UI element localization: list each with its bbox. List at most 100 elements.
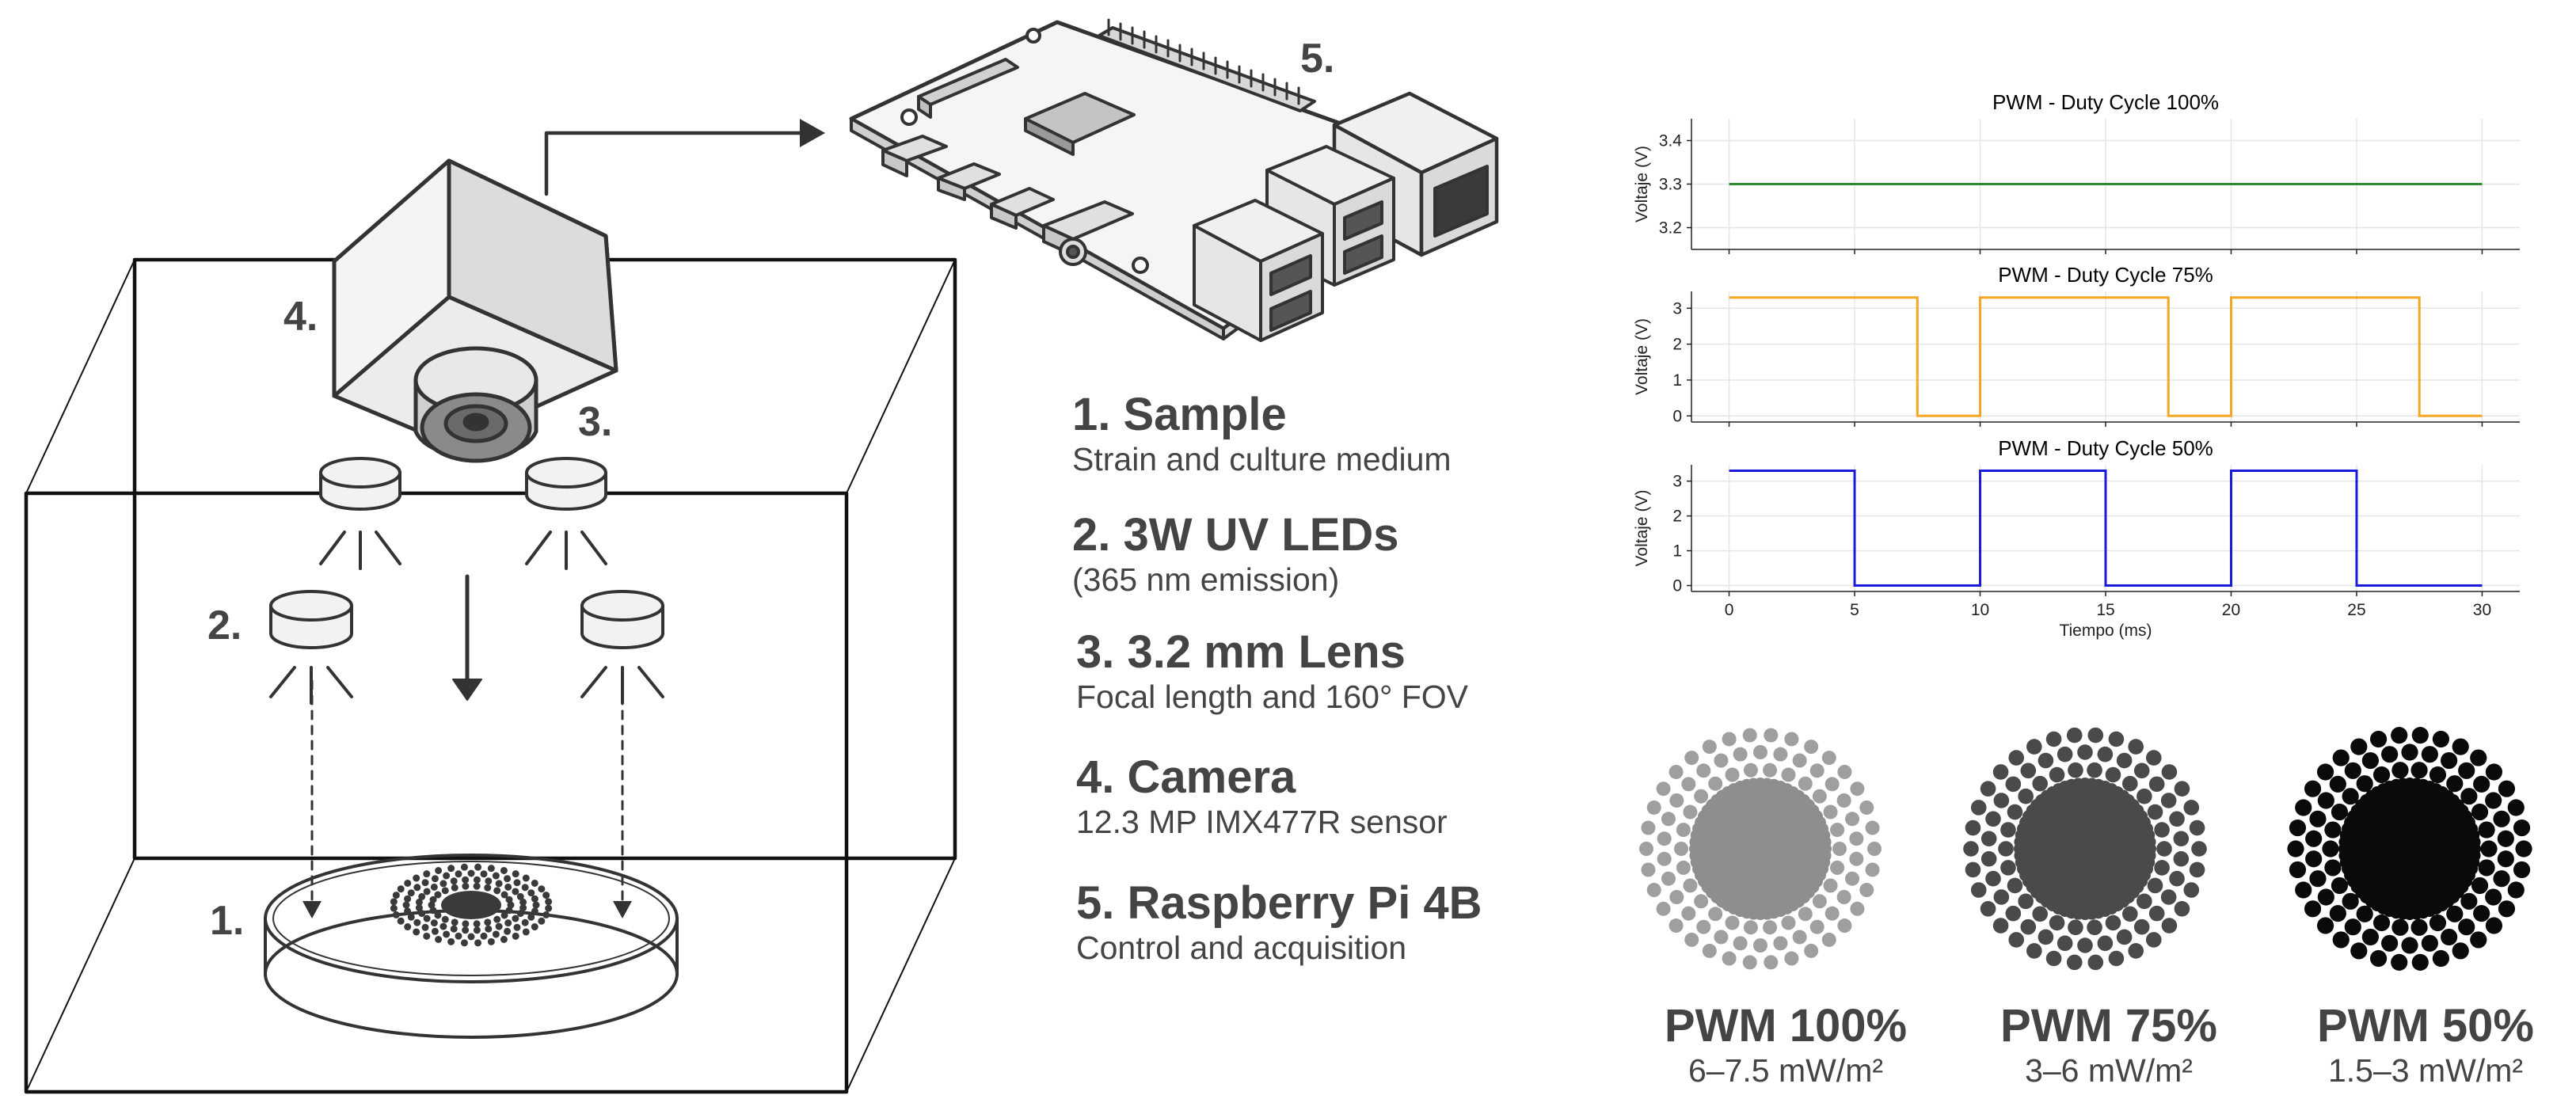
pattern-dot (1981, 850, 1997, 867)
pattern-dot (2097, 935, 2114, 952)
colony-dot (495, 880, 503, 888)
pattern-dot (2116, 929, 2133, 945)
pattern-dot (2305, 850, 2323, 868)
pattern-dot (1784, 732, 1799, 747)
colony-dot (404, 879, 412, 887)
pattern-dot (2287, 840, 2304, 858)
pattern-dot (1963, 841, 1979, 857)
pattern-dot (1725, 767, 1740, 782)
colony-dot (423, 888, 431, 896)
pattern-dot (1998, 841, 2014, 857)
pattern-dot (2369, 949, 2388, 968)
colony-dot (460, 863, 468, 871)
pattern-dot (1821, 751, 1836, 766)
pattern-dot (1733, 747, 1748, 762)
colony-dot (493, 915, 501, 923)
colony-dot (430, 919, 438, 927)
colony-dot (500, 936, 508, 944)
pattern-dot (2344, 762, 2361, 779)
pattern-dot (1646, 883, 1661, 898)
pattern-dot (2161, 764, 2178, 780)
pattern-dot (1832, 842, 1847, 856)
label-led-number: 2. (207, 603, 242, 648)
pattern-dot (2156, 841, 2172, 857)
pattern-dot (1830, 860, 1845, 875)
pattern-dot (2108, 731, 2125, 747)
legend-title: 3. 3.2 mm Lens (1076, 626, 1406, 678)
colony-dot (495, 922, 503, 930)
pattern-dot (1980, 901, 1996, 917)
colony-dot (473, 876, 481, 884)
colony-dot (521, 884, 529, 892)
colony-dot (487, 937, 495, 945)
pattern-dot (2401, 743, 2418, 761)
pattern-dot (1714, 930, 1729, 945)
colony-dot (512, 888, 519, 896)
pattern-dot (2460, 892, 2478, 910)
legend-item-camera: 4. Camera 12.3 MP IMX477R sensor (1076, 751, 1448, 841)
pattern-dot (2304, 780, 2322, 797)
pattern-dot (2381, 934, 2399, 952)
colony-dot (493, 887, 501, 895)
pattern-dot (2356, 905, 2373, 922)
colony-dot (407, 913, 415, 921)
legend-desc: (365 nm emission) (1072, 561, 1340, 598)
colony-dot (474, 863, 482, 871)
intensity-patterns (1639, 727, 2532, 971)
pattern-dot (2174, 901, 2190, 917)
pattern-dot (2032, 906, 2048, 922)
pattern-dot (2154, 860, 2170, 876)
pattern-dot (2133, 918, 2150, 935)
pattern-dot (1821, 932, 1836, 947)
pattern-dot (1753, 938, 1767, 953)
pattern-dot (2183, 882, 2200, 898)
colony-dot (450, 877, 458, 885)
pattern-dot (2410, 918, 2428, 936)
pattern-dot (2137, 788, 2152, 804)
pattern-dot (2038, 929, 2054, 945)
colony-dot (439, 880, 447, 888)
colony-dot (505, 896, 513, 903)
colony-dot (390, 898, 398, 906)
pattern-dot (2087, 762, 2102, 778)
legend-desc: Focal length and 160° FOV (1076, 679, 1469, 715)
pattern-dot (2000, 860, 2016, 876)
colony-dot (513, 923, 521, 931)
colony-dot (431, 927, 439, 935)
pattern-dot (1837, 918, 1852, 934)
pattern-dot (2478, 821, 2495, 838)
pattern-dot (2513, 819, 2531, 837)
pattern-dot (1850, 781, 1865, 797)
pattern-dot (2391, 953, 2408, 971)
intensity-title: PWM 100% (1664, 1000, 1908, 1051)
pattern-dot (2049, 766, 2065, 783)
y-tick-label: 3 (1672, 299, 1682, 318)
colony-dot (434, 911, 442, 919)
colony-dot (392, 892, 400, 899)
pattern-dot (1784, 951, 1799, 966)
y-tick-label: 3.2 (1659, 219, 1682, 238)
pattern-dot (1743, 920, 1758, 935)
colony-dot (443, 872, 451, 880)
pwm-signal-line (1729, 469, 2483, 588)
pattern-dot (2497, 850, 2514, 868)
pattern-dot (1812, 894, 1827, 909)
pattern-dot (2391, 762, 2409, 779)
pattern-dot (1684, 751, 1699, 766)
pattern-dot (2361, 751, 2379, 770)
x-tick-label: 20 (2222, 601, 2240, 619)
y-tick-label: 3.3 (1659, 176, 1682, 194)
y-tick-label: 3.4 (1659, 132, 1683, 150)
pattern-dot (2289, 819, 2307, 837)
pattern-dot (2147, 804, 2163, 820)
pattern-dot (2295, 881, 2312, 899)
colony-dot (504, 927, 512, 935)
pattern-dot (2316, 763, 2334, 781)
pattern-dot (2446, 905, 2464, 922)
colony-dot (413, 928, 420, 936)
pattern-dot (1865, 820, 1880, 835)
colony-dot (504, 875, 512, 883)
colony-dot (480, 932, 488, 940)
